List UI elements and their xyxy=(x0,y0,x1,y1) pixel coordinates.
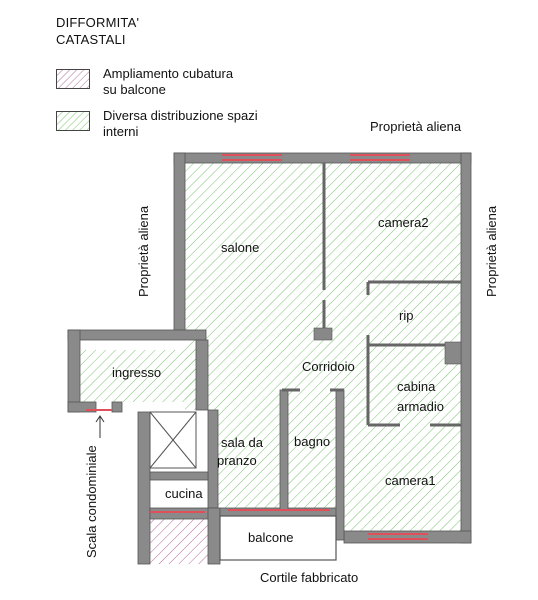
room-label-cucina: cucina xyxy=(165,486,203,501)
partition-details xyxy=(313,327,462,365)
label-property-right: Proprietà aliena xyxy=(484,205,499,297)
room-label-ingresso: ingresso xyxy=(112,365,161,380)
legend-title-line1: DIFFORMITA' xyxy=(56,15,140,30)
room-label-sala-line2: pranzo xyxy=(217,453,257,468)
stair-shaft xyxy=(149,411,197,469)
balcony-outline xyxy=(219,515,337,561)
legend-label-distribuzione-line2: interni xyxy=(103,124,139,139)
room-label-cabina-line2: armadio xyxy=(397,399,444,414)
windows xyxy=(86,154,428,540)
label-courtyard: Cortile fabbricato xyxy=(260,570,358,585)
legend-label-ampliamento-line1: Ampliamento cubatura xyxy=(103,66,234,81)
room-label-camera1: camera1 xyxy=(385,473,436,488)
label-property-top: Proprietà aliena xyxy=(370,119,462,134)
legend-swatch-green xyxy=(56,111,90,131)
green-hatch-area xyxy=(80,163,461,531)
legend-item-ampliamento: Ampliamento cubatura su balcone xyxy=(56,66,316,100)
interior-partitions xyxy=(282,163,461,427)
room-label-corridoio: Corridoio xyxy=(302,359,355,374)
room-label-rip: rip xyxy=(399,308,413,323)
room-label-sala-line1: sala da xyxy=(221,435,264,450)
legend-label-distribuzione: Diversa distribuzione spazi interni xyxy=(103,108,258,140)
legend-label-ampliamento: Ampliamento cubatura su balcone xyxy=(103,66,233,98)
room-label-salone: salone xyxy=(221,240,259,255)
legend-label-distribuzione-line1: Diversa distribuzione spazi xyxy=(103,108,258,123)
label-stairs: Scala condominiale xyxy=(84,445,99,558)
room-label-camera2: camera2 xyxy=(378,215,429,230)
legend-item-distribuzione: Diversa distribuzione spazi interni xyxy=(56,108,316,142)
legend-label-ampliamento-line2: su balcone xyxy=(103,82,166,97)
room-label-balcone: balcone xyxy=(248,530,294,545)
legend-title: DIFFORMITA' CATASTALI xyxy=(56,14,139,48)
room-label-bagno: bagno xyxy=(294,434,330,449)
label-property-left: Proprietà aliena xyxy=(136,205,151,297)
legend-title-line2: CATASTALI xyxy=(56,32,126,47)
purple-hatch-area xyxy=(150,519,208,564)
entrance-arrow xyxy=(95,415,105,438)
surrounding-labels: Proprietà aliena Cortile fabbricato Prop… xyxy=(84,119,499,585)
legend-swatch-purple xyxy=(56,69,90,89)
room-label-cabina-line1: cabina xyxy=(397,379,436,394)
room-labels: salone camera2 rip ingresso Corridoio ca… xyxy=(112,215,444,545)
